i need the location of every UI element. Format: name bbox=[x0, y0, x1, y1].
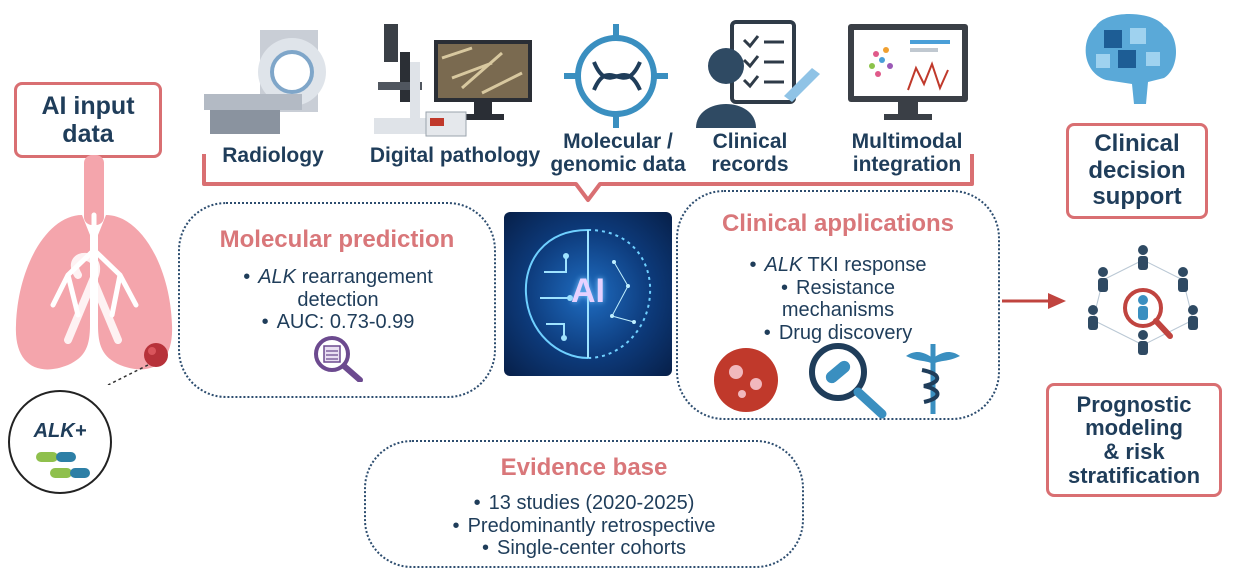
list-item-continuation: mechanisms bbox=[781, 299, 895, 322]
list-item: •AUC: 0.73-0.99 bbox=[261, 311, 415, 334]
monitor-charts-icon bbox=[848, 24, 968, 120]
cds-line-1: Clinical bbox=[1094, 129, 1180, 157]
list-item: •ALK TKI response bbox=[749, 254, 927, 276]
source-label-clinical-records: Clinical records bbox=[711, 130, 789, 177]
alk-positive-circle: ALK+ bbox=[8, 390, 112, 494]
evidence-base-panel bbox=[364, 440, 804, 568]
output-arrow bbox=[1002, 293, 1066, 309]
list-item: •Drug discovery bbox=[763, 321, 913, 344]
puzzle-brain-icon bbox=[1085, 14, 1176, 104]
clinical-applications-list: •ALK TKI response •Resistance mechanisms… bbox=[690, 254, 986, 344]
document-search-icon bbox=[314, 336, 363, 382]
list-item-continuation: detection bbox=[297, 288, 379, 311]
ai-input-data-box: AI input data bbox=[14, 82, 162, 158]
clinical-applications-panel bbox=[676, 190, 1000, 420]
clinical-applications-title: Clinical applications bbox=[721, 210, 955, 237]
dna-icon bbox=[564, 24, 668, 128]
prognostic-modeling-box: Prognostic modeling & risk stratificatio… bbox=[1046, 383, 1222, 497]
prognostic-line-3: & risk bbox=[1103, 439, 1165, 464]
source-label-digital-pathology: Digital pathology bbox=[369, 144, 541, 167]
pill-search-icon bbox=[809, 343, 887, 419]
list-item: •ALK rearrangement bbox=[243, 266, 433, 288]
clinical-decision-support-box: Clinical decision support bbox=[1066, 123, 1208, 219]
source-label-multimodal-integration: Multimodal integration bbox=[851, 130, 963, 177]
molecular-prediction-panel bbox=[178, 202, 496, 398]
prognostic-line-2: modeling bbox=[1085, 415, 1183, 441]
prognostic-line-4: stratification bbox=[1067, 462, 1201, 488]
list-item: •13 studies (2020-2025) bbox=[473, 492, 695, 514]
ai-label: AI bbox=[571, 272, 605, 310]
clipboard-clinician-icon bbox=[696, 20, 820, 128]
cancer-cell-icon bbox=[714, 348, 778, 412]
source-label-radiology: Radiology bbox=[222, 144, 324, 167]
ct-scanner-icon bbox=[204, 30, 326, 134]
ai-input-line-2: data bbox=[62, 120, 114, 148]
evidence-base-title: Evidence base bbox=[500, 454, 668, 481]
microscope-icon bbox=[374, 24, 434, 134]
caduceus-icon bbox=[906, 344, 960, 414]
pathology-monitor-icon bbox=[434, 40, 532, 120]
circuit-brain-icon bbox=[524, 229, 652, 359]
list-item: •Single-center cohorts bbox=[482, 537, 686, 560]
cds-line-3: support bbox=[1092, 183, 1182, 211]
alk-positive-label: ALK+ bbox=[33, 420, 87, 442]
patient-network-icon bbox=[1088, 245, 1198, 355]
sources-bracket bbox=[202, 154, 974, 202]
list-item: •Predominantly retrospective bbox=[452, 514, 716, 537]
ai-input-line-1: AI input bbox=[41, 92, 135, 120]
molecular-prediction-list: •ALK rearrangement detection •AUC: 0.73-… bbox=[188, 266, 488, 334]
cds-line-2: decision bbox=[1088, 156, 1186, 184]
ai-brain-graphic: AI bbox=[504, 212, 672, 376]
prognostic-line-1: Prognostic bbox=[1076, 391, 1192, 417]
lungs-icon bbox=[15, 155, 173, 385]
fusion-gene-icon bbox=[36, 452, 90, 478]
source-label-molecular-genomic: Molecular / genomic data bbox=[550, 130, 686, 177]
lab-device-icon bbox=[425, 111, 467, 137]
molecular-prediction-title: Molecular prediction bbox=[219, 226, 455, 253]
list-item: •Resistance bbox=[781, 276, 895, 299]
evidence-base-list: •13 studies (2020-2025) •Predominantly r… bbox=[380, 492, 788, 560]
